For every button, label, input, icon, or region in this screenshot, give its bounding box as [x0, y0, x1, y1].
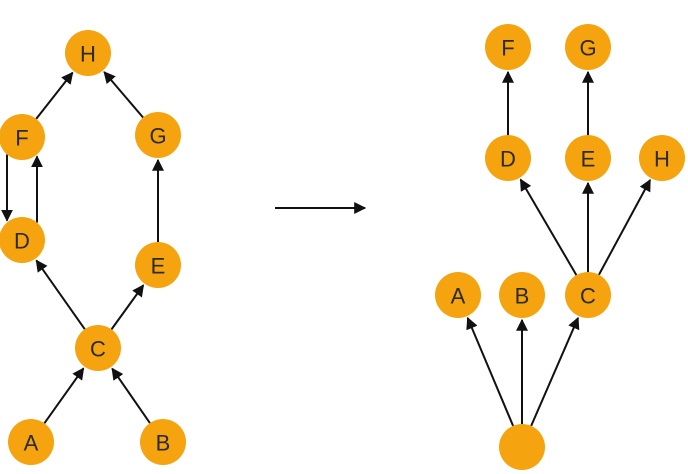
right-graph-edges	[466, 70, 651, 427]
left-node-c: C	[75, 325, 121, 371]
node-label: A	[24, 431, 39, 456]
right-node-g: G	[565, 24, 611, 70]
node-label: C	[580, 284, 596, 309]
node-circle	[135, 242, 181, 288]
node-circle	[499, 424, 545, 470]
left-node-h: H	[65, 30, 111, 76]
right-edge-c-to-d	[519, 178, 578, 276]
right-node-root	[499, 424, 545, 470]
left-node-g: G	[135, 112, 181, 158]
right-node-f: F	[485, 24, 531, 70]
node-circle	[75, 325, 121, 371]
left-node-a: A	[8, 419, 54, 465]
node-label: G	[579, 36, 596, 61]
left-edge-g-to-h	[103, 71, 144, 119]
left-edge-c-to-d	[35, 259, 86, 330]
node-circle	[0, 114, 45, 160]
node-circle	[135, 112, 181, 158]
left-node-e: E	[135, 242, 181, 288]
node-label: E	[581, 147, 596, 172]
right-node-e: E	[565, 135, 611, 181]
right-node-a: A	[435, 272, 481, 318]
node-label: A	[451, 284, 466, 309]
node-circle	[639, 135, 685, 181]
right-edge-root-to-a	[466, 316, 514, 427]
right-node-h: H	[639, 135, 685, 181]
node-label: H	[654, 147, 670, 172]
left-node-d: D	[0, 217, 45, 263]
left-edge-a-to-c	[43, 367, 85, 424]
right-node-b: B	[499, 272, 545, 318]
node-circle	[140, 419, 186, 465]
right-graph-nodes: F G D E H A B C	[435, 24, 685, 470]
left-edge-f-to-h	[35, 71, 74, 120]
node-label: H	[80, 42, 96, 67]
node-circle	[65, 30, 111, 76]
node-circle	[485, 135, 531, 181]
node-circle	[499, 272, 545, 318]
node-label: G	[149, 124, 166, 149]
left-edge-b-to-c	[111, 367, 151, 424]
left-node-b: B	[140, 419, 186, 465]
node-label: F	[501, 36, 514, 61]
node-label: F	[15, 126, 28, 151]
node-label: C	[90, 337, 106, 362]
node-circle	[435, 272, 481, 318]
node-label: E	[151, 254, 166, 279]
node-label: D	[14, 229, 30, 254]
node-circle	[485, 24, 531, 70]
node-circle	[8, 419, 54, 465]
left-graph-edges	[1, 71, 164, 424]
node-circle	[565, 135, 611, 181]
node-circle	[0, 217, 45, 263]
node-label: B	[156, 431, 171, 456]
right-edge-c-to-h	[598, 178, 651, 276]
node-circle	[565, 272, 611, 318]
right-node-c: C	[565, 272, 611, 318]
left-edge-c-to-e	[110, 284, 145, 330]
right-node-d: D	[485, 135, 531, 181]
right-edge-root-to-c	[530, 316, 580, 427]
left-node-f: F	[0, 114, 45, 160]
node-label: B	[515, 284, 530, 309]
left-graph-nodes: H F G D E C A B	[0, 30, 186, 465]
node-circle	[565, 24, 611, 70]
node-label: D	[500, 147, 516, 172]
